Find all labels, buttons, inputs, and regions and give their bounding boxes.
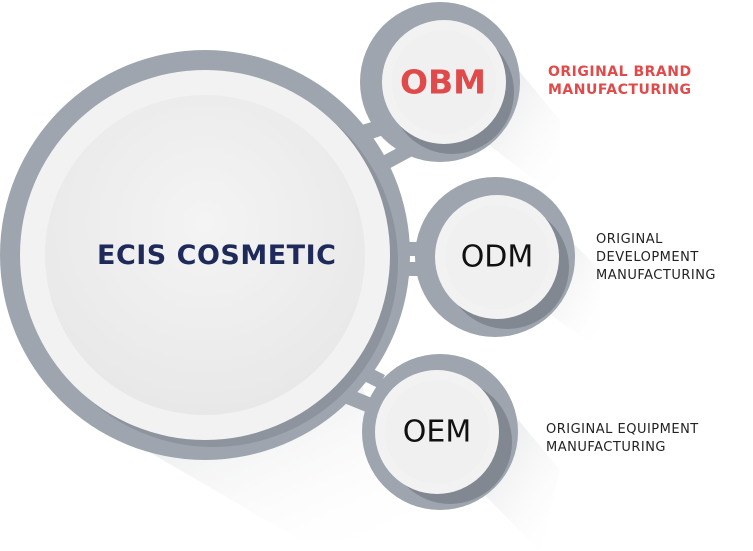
obm-code: OBM	[399, 62, 487, 102]
odm-label-line: DEVELOPMENT	[596, 250, 699, 265]
oem-label-line: ORIGINAL EQUIPMENT	[546, 422, 699, 437]
oem-code: OEM	[402, 414, 472, 450]
obm-label: ORIGINAL BRAND MANUFACTURING	[548, 63, 692, 99]
oem-label: ORIGINAL EQUIPMENT MANUFACTURING	[546, 421, 699, 457]
brand-logo: ECIS COSMETIC	[97, 240, 337, 271]
obm-label-line: ORIGINAL BRAND	[548, 64, 692, 80]
obm-label-line: MANUFACTURING	[548, 82, 692, 98]
odm-label-line: ORIGINAL	[596, 232, 663, 247]
odm-label-line: MANUFACTURING	[596, 268, 716, 283]
odm-code: ODM	[460, 239, 534, 275]
oem-label-line: MANUFACTURING	[546, 440, 666, 455]
odm-label: ORIGINAL DEVELOPMENT MANUFACTURING	[596, 231, 716, 285]
